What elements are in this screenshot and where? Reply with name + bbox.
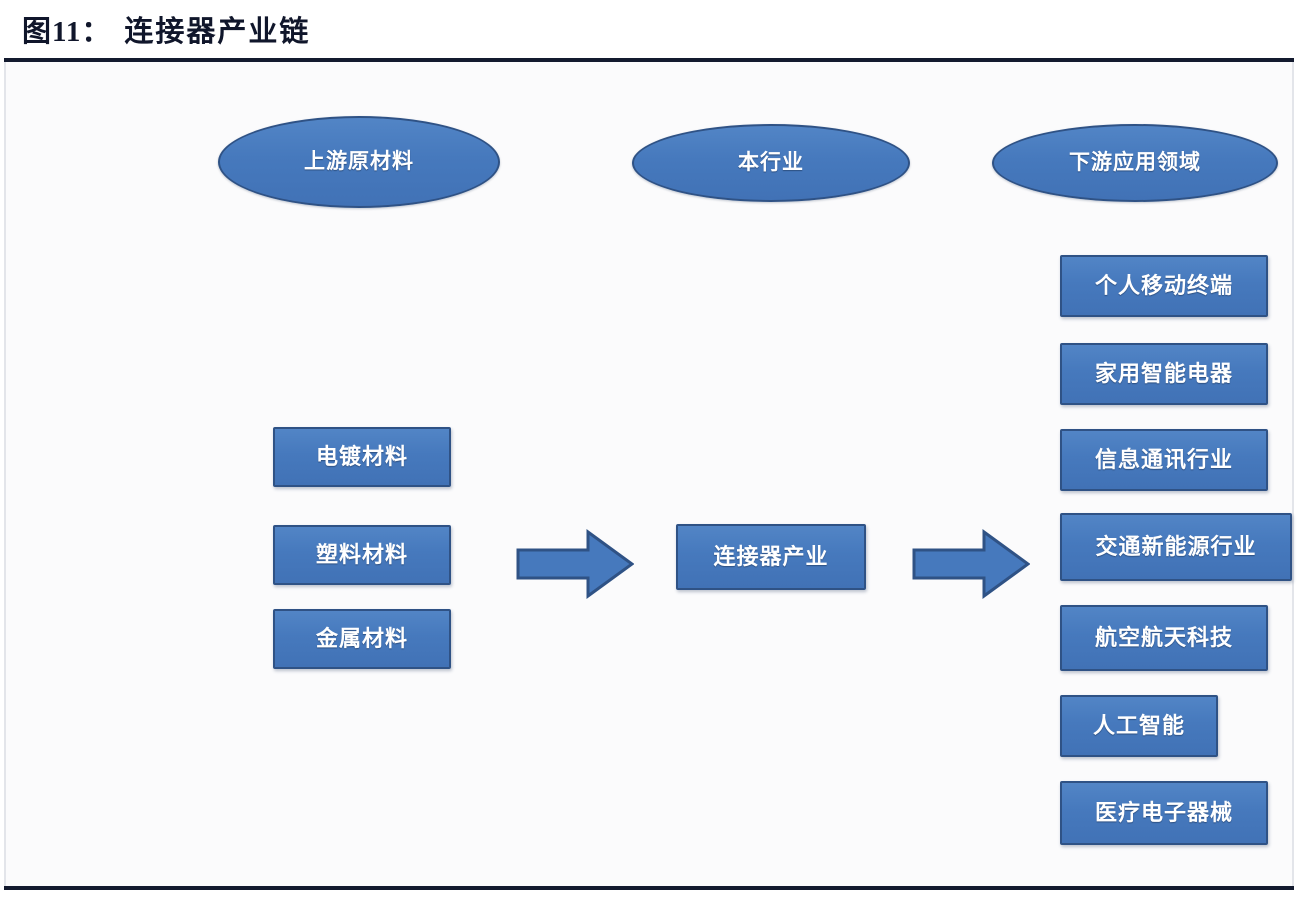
upstream-material-label-3: 金属材料 [315,625,408,651]
frame-left-edge [4,62,6,886]
upstream-material-label-1: 电镀材料 [315,443,408,469]
footer-divider-rule [4,886,1294,890]
title-divider-rule [4,58,1294,62]
stage-header-upstream: 上游原材料 [218,116,500,208]
downstream-application-label-7: 医疗电子器械 [1094,799,1233,825]
stage-header-upstream-label: 上游原材料 [304,149,414,174]
downstream-application-box-5: 航空航天科技 [1060,605,1268,671]
downstream-application-label-1: 个人移动终端 [1094,272,1233,298]
downstream-application-box-3: 信息通讯行业 [1060,429,1268,491]
downstream-application-label-3: 信息通讯行业 [1094,446,1233,472]
industry-node-label: 连接器产业 [713,543,829,569]
industry-node-box: 连接器产业 [676,524,866,590]
downstream-application-label-2: 家用智能电器 [1094,360,1233,386]
figure-title-text: 连接器产业链 [124,16,311,48]
downstream-application-label-4: 交通新能源行业 [1095,533,1257,559]
upstream-material-label-2: 塑料材料 [315,541,408,567]
upstream-material-box-2: 塑料材料 [273,525,451,585]
stage-header-downstream: 下游应用领域 [992,124,1278,202]
upstream-material-box-3: 金属材料 [273,609,451,669]
stage-header-industry: 本行业 [632,124,910,202]
figure-title: 图11： 连接器产业链 [22,8,310,50]
downstream-application-box-1: 个人移动终端 [1060,255,1268,317]
downstream-application-box-7: 医疗电子器械 [1060,781,1268,845]
stage-header-downstream-label: 下游应用领域 [1069,150,1201,175]
downstream-application-box-4: 交通新能源行业 [1060,513,1292,581]
figure-number: 图11 [22,16,82,48]
figure-title-separator: ： [81,16,113,48]
upstream-material-box-1: 电镀材料 [273,427,451,487]
diagram-canvas: 上游原材料 本行业 下游应用领域 电镀材料 塑料材料 金属材料 连接器产业 [6,62,1292,886]
downstream-application-label-5: 航空航天科技 [1094,624,1233,650]
frame-right-edge [1292,62,1294,886]
downstream-application-box-2: 家用智能电器 [1060,343,1268,405]
downstream-application-box-6: 人工智能 [1060,695,1218,757]
downstream-application-label-6: 人工智能 [1092,712,1185,738]
stage-header-industry-label: 本行业 [738,150,804,175]
arrow-upstream-to-industry [516,528,634,600]
arrow-industry-to-downstream [912,528,1030,600]
